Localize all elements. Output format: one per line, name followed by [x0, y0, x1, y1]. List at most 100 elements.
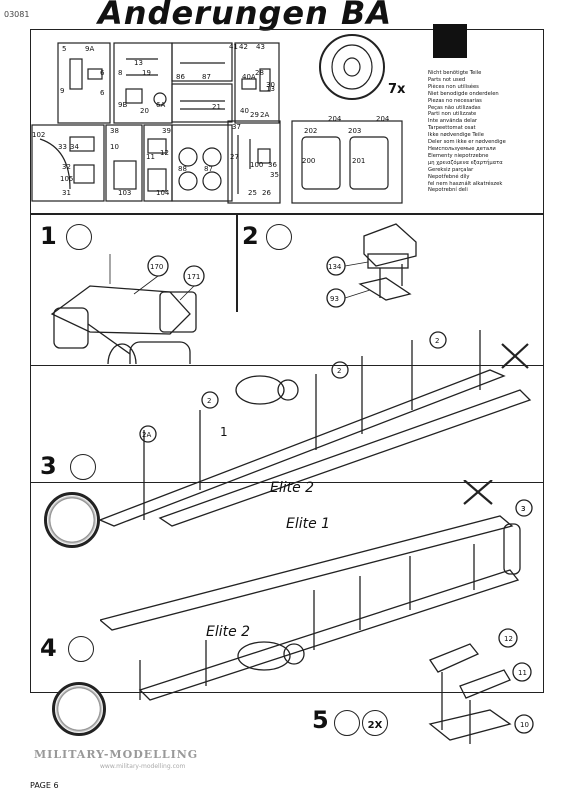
- svg-text:33: 33: [58, 143, 67, 151]
- svg-text:19: 19: [142, 69, 151, 77]
- sprue-k: [291, 120, 403, 204]
- svg-text:35: 35: [270, 171, 279, 179]
- callout-3: 3: [521, 505, 525, 513]
- svg-text:9B: 9B: [118, 101, 127, 109]
- step-4-frame: [30, 482, 544, 693]
- svg-text:25: 25: [248, 189, 257, 197]
- callout-11: 11: [518, 669, 527, 677]
- svg-text:9A: 9A: [85, 45, 94, 53]
- svg-text:100: 100: [250, 161, 263, 169]
- callout-12: 12: [504, 635, 513, 643]
- glue-icon: [266, 224, 292, 250]
- svg-text:87: 87: [204, 165, 213, 173]
- svg-text:13: 13: [134, 59, 143, 67]
- step-3-diagram: 2 2 2 2A 1: [100, 330, 532, 527]
- step-5-diagram: 12 11 10: [428, 628, 534, 744]
- svg-text:8: 8: [118, 69, 122, 77]
- svg-text:200: 200: [302, 157, 315, 165]
- svg-text:11: 11: [146, 153, 155, 161]
- svg-text:203: 203: [348, 127, 361, 135]
- svg-text:27: 27: [230, 153, 239, 161]
- sprue-g: [105, 124, 143, 202]
- glue-icon: [334, 710, 360, 736]
- svg-text:5: 5: [62, 45, 66, 53]
- callout-10: 10: [520, 721, 529, 729]
- callout-171: 171: [187, 273, 200, 281]
- svg-text:26: 26: [262, 189, 271, 197]
- elite-2-note: Elite 2: [206, 624, 251, 640]
- watermark-url: www.military-modelling.com: [100, 763, 186, 770]
- step-5-number: 5: [312, 706, 329, 734]
- sprue-a: [57, 42, 111, 124]
- step-3-number: 3: [40, 452, 57, 480]
- document-code: 03081: [4, 10, 30, 19]
- elite-1-note: Elite 1: [286, 516, 331, 532]
- sprue-c: [171, 42, 233, 82]
- svg-text:28: 28: [255, 69, 264, 77]
- step-divider: [236, 214, 238, 312]
- callout-93: 93: [330, 295, 339, 303]
- svg-text:42: 42: [239, 43, 248, 51]
- svg-text:21: 21: [212, 103, 221, 111]
- quantity-badge: 2X: [362, 710, 388, 736]
- step-3-frame: [30, 312, 544, 483]
- svg-text:20: 20: [140, 107, 149, 115]
- step-4-diagram: 3 3: [100, 480, 533, 701]
- callout-2: 2: [337, 367, 341, 375]
- svg-text:6A: 6A: [156, 101, 165, 109]
- svg-text:36: 36: [268, 161, 277, 169]
- callout-2a: 2A: [142, 431, 151, 439]
- svg-text:31: 31: [62, 189, 71, 197]
- svg-text:13: 13: [266, 85, 275, 93]
- svg-text:38: 38: [110, 127, 119, 135]
- sprue-f: [31, 124, 105, 202]
- step-1-2-diagram: 170 171 134 93: [50, 223, 417, 364]
- multiplier-label: 7x: [388, 82, 406, 97]
- svg-text:86: 86: [176, 73, 185, 81]
- clock-icon: [44, 492, 100, 548]
- svg-text:40: 40: [240, 107, 249, 115]
- page-title: Änderungen BA: [98, 0, 393, 32]
- svg-text:29: 29: [250, 111, 259, 119]
- elite-2-note: Elite 2: [270, 480, 315, 496]
- sprue-i: [171, 124, 233, 202]
- parts-not-used-label: Nicht benötigte Teile Parts not used Piè…: [428, 70, 506, 194]
- parts-not-used-panel: [30, 29, 544, 214]
- step-2-number: 2: [242, 222, 259, 250]
- step-4-number: 4: [40, 634, 57, 662]
- svg-text:204: 204: [376, 115, 390, 123]
- svg-text:37: 37: [232, 123, 241, 131]
- svg-text:6: 6: [100, 89, 105, 97]
- sprue-e: [234, 42, 280, 124]
- svg-text:32: 32: [62, 163, 71, 171]
- svg-text:204: 204: [328, 115, 342, 123]
- sprue-d: [171, 83, 233, 123]
- svg-text:2A: 2A: [260, 111, 269, 119]
- callout-134: 134: [328, 263, 342, 271]
- svg-text:9: 9: [60, 87, 64, 95]
- callout-2: 2: [435, 337, 439, 345]
- svg-text:12: 12: [160, 149, 169, 157]
- glue-icon: [68, 636, 94, 662]
- svg-text:43: 43: [256, 43, 265, 51]
- svg-text:6: 6: [100, 69, 105, 77]
- watermark: MILITARY-MODELLING: [34, 748, 199, 761]
- glue-icon: [66, 224, 92, 250]
- svg-text:30: 30: [266, 81, 275, 89]
- sprue-j: [227, 120, 281, 204]
- svg-text:87: 87: [202, 73, 211, 81]
- svg-text:40A: 40A: [242, 73, 256, 81]
- clock-icon: [52, 682, 106, 736]
- step-1-number: 1: [40, 222, 57, 250]
- svg-text:105: 105: [60, 175, 73, 183]
- page-number: PAGE 6: [30, 781, 59, 790]
- svg-text:103: 103: [118, 189, 131, 197]
- svg-text:34: 34: [70, 143, 79, 151]
- not-needed-color-swatch: [433, 24, 467, 58]
- sprue-b: [113, 42, 173, 124]
- callout-2: 2: [207, 397, 211, 405]
- svg-text:39: 39: [162, 127, 171, 135]
- callout-170: 170: [150, 263, 163, 271]
- svg-text:104: 104: [156, 189, 170, 197]
